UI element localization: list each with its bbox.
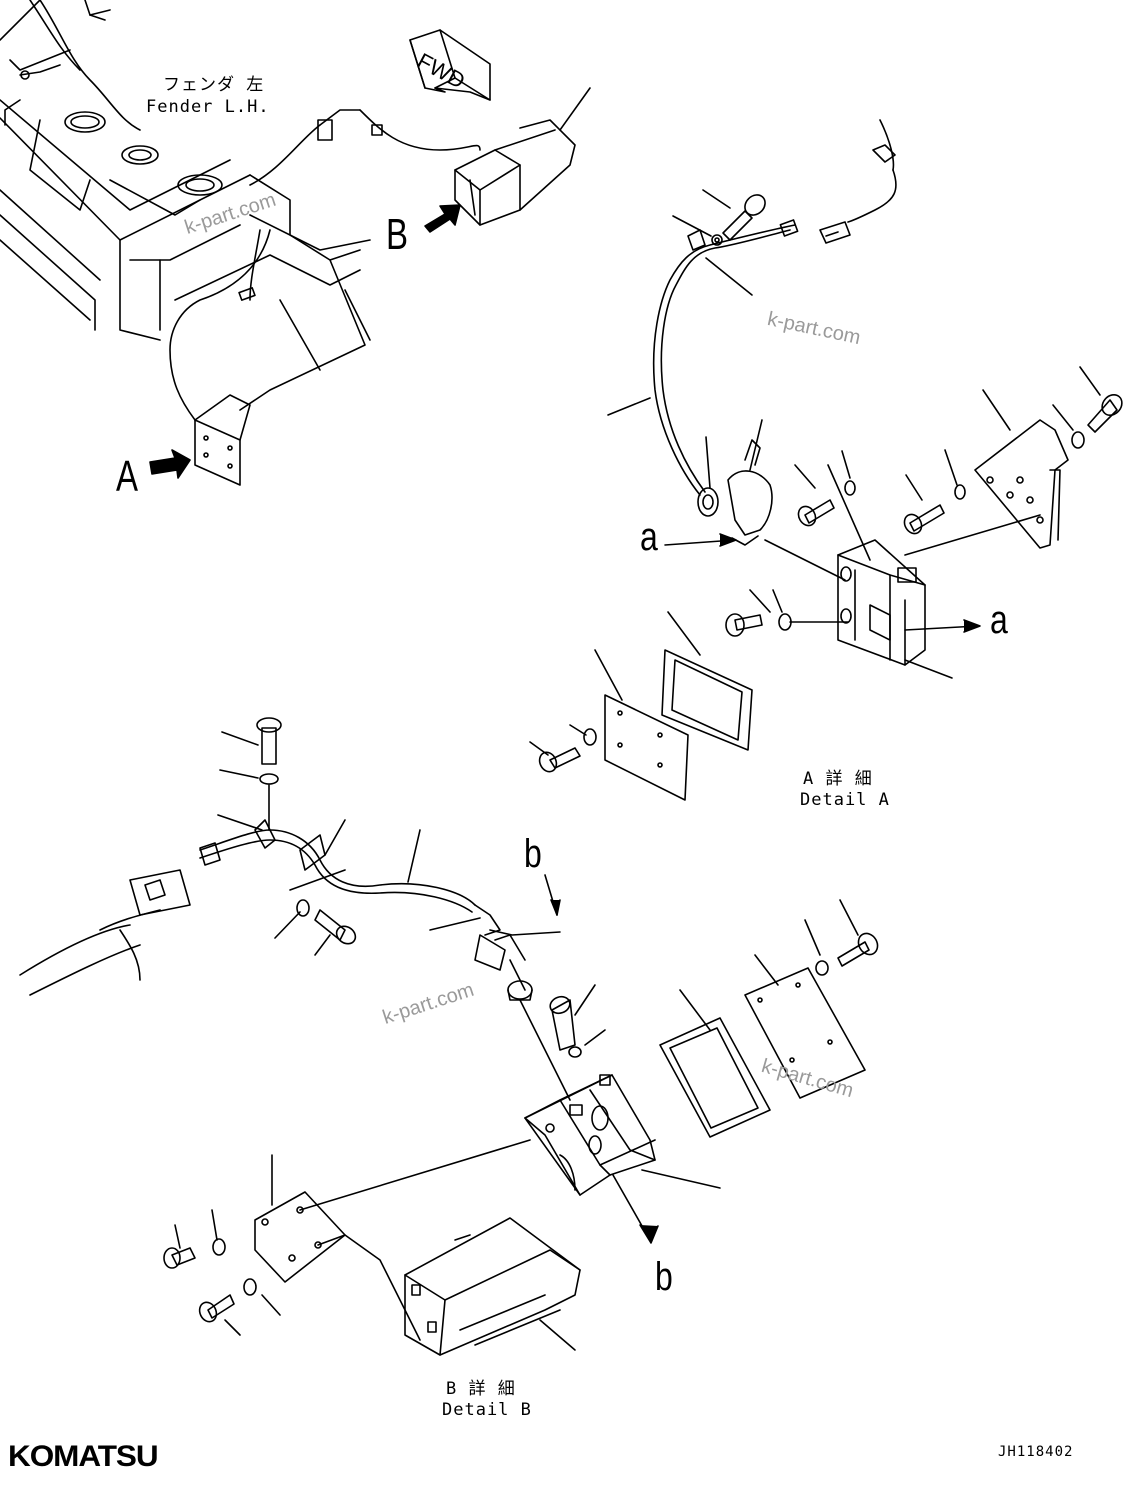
- view-ref-a: A: [116, 452, 139, 501]
- detail-b-label-jp: B 詳 細: [446, 1379, 516, 1399]
- detail-b-label-en: Detail B: [442, 1400, 532, 1420]
- detail-b-exploded: [19, 717, 879, 1356]
- fender-assembly: [0, 0, 481, 486]
- section-ref-a-left: a: [640, 515, 658, 559]
- bracket-b: [454, 87, 591, 226]
- view-arrow-a: [149, 449, 191, 479]
- section-ref-b-top: b: [524, 832, 542, 876]
- view-ref-b: B: [386, 210, 409, 259]
- fender-label-jp: フェンダ 左: [163, 75, 265, 95]
- detail-a-label-en: Detail A: [800, 790, 890, 810]
- section-ref-a-right: a: [990, 598, 1008, 642]
- detail-a-exploded: [529, 119, 1123, 801]
- detail-a-label-jp: A 詳 細: [803, 769, 873, 789]
- section-ref-b-bottom: b: [655, 1255, 673, 1299]
- drawing-code: JH118402: [998, 1444, 1074, 1460]
- view-arrow-b: [424, 204, 461, 233]
- komatsu-logo: KOMATSU: [8, 1440, 159, 1473]
- fender-label-en: Fender L.H.: [146, 97, 270, 117]
- fwd-arrow: [409, 29, 491, 101]
